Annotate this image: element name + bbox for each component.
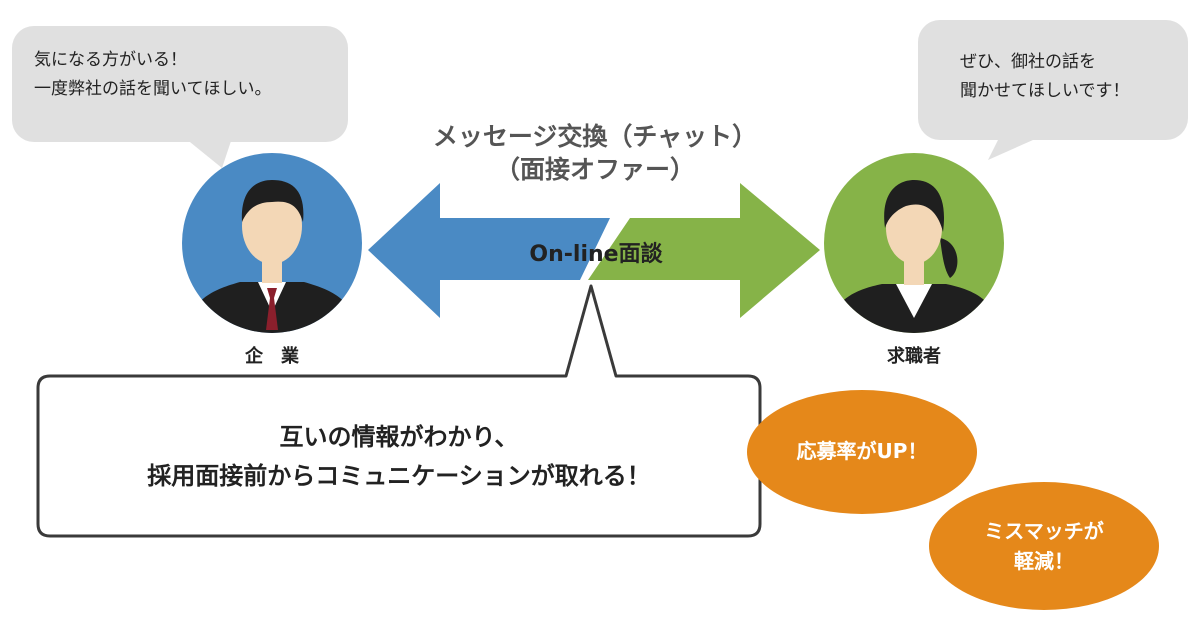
benefit-callout-box <box>36 284 762 538</box>
seeker-bubble-line1: ぜひ、御社の話を <box>960 52 1096 72</box>
benefit-line2: 採用面接前からコミュニケーションが取れる！ <box>147 462 651 490</box>
badge-application-rate <box>747 390 977 514</box>
badge-mismatch <box>929 482 1159 610</box>
seeker-bubble-text: ぜひ、御社の話を 聞かせてほしいです！ <box>960 48 1130 106</box>
company-bubble-text: 気になる方がいる！ 一度弊社の話を聞いてほしい。 <box>34 46 272 104</box>
company-person-icon <box>182 153 362 333</box>
badge-mismatch-text: ミスマッチが 軽減！ <box>944 516 1144 576</box>
seeker-speech-bubble <box>918 20 1188 160</box>
badge-application-rate-text: 応募率がUP！ <box>796 439 928 463</box>
company-bubble-line2: 一度弊社の話を聞いてほしい。 <box>34 79 272 99</box>
exchange-heading: メッセージ交換（チャット） （面接オファー） <box>390 120 800 186</box>
exchange-line1: メッセージ交換（チャット） <box>432 122 758 151</box>
right-arrow <box>588 183 820 318</box>
left-arrow <box>368 183 610 318</box>
arrow-label: On-line面談 <box>529 242 663 267</box>
seeker-label: 求職者 <box>887 346 941 367</box>
badge-mismatch-line2: 軽減！ <box>1014 549 1074 573</box>
seeker-person-icon <box>824 153 1004 333</box>
benefit-box-text: 互いの情報がわかり、 採用面接前からコミュニケーションが取れる！ <box>40 418 758 496</box>
company-bubble-line1: 気になる方がいる！ <box>34 50 187 70</box>
company-label: 企 業 <box>245 346 299 367</box>
benefit-line1: 互いの情報がわかり、 <box>279 423 519 451</box>
seeker-bubble-line2: 聞かせてほしいです！ <box>960 81 1130 101</box>
exchange-line2: （面接オファー） <box>494 155 695 184</box>
badge-mismatch-line1: ミスマッチが <box>984 519 1104 543</box>
company-speech-bubble <box>12 26 348 168</box>
